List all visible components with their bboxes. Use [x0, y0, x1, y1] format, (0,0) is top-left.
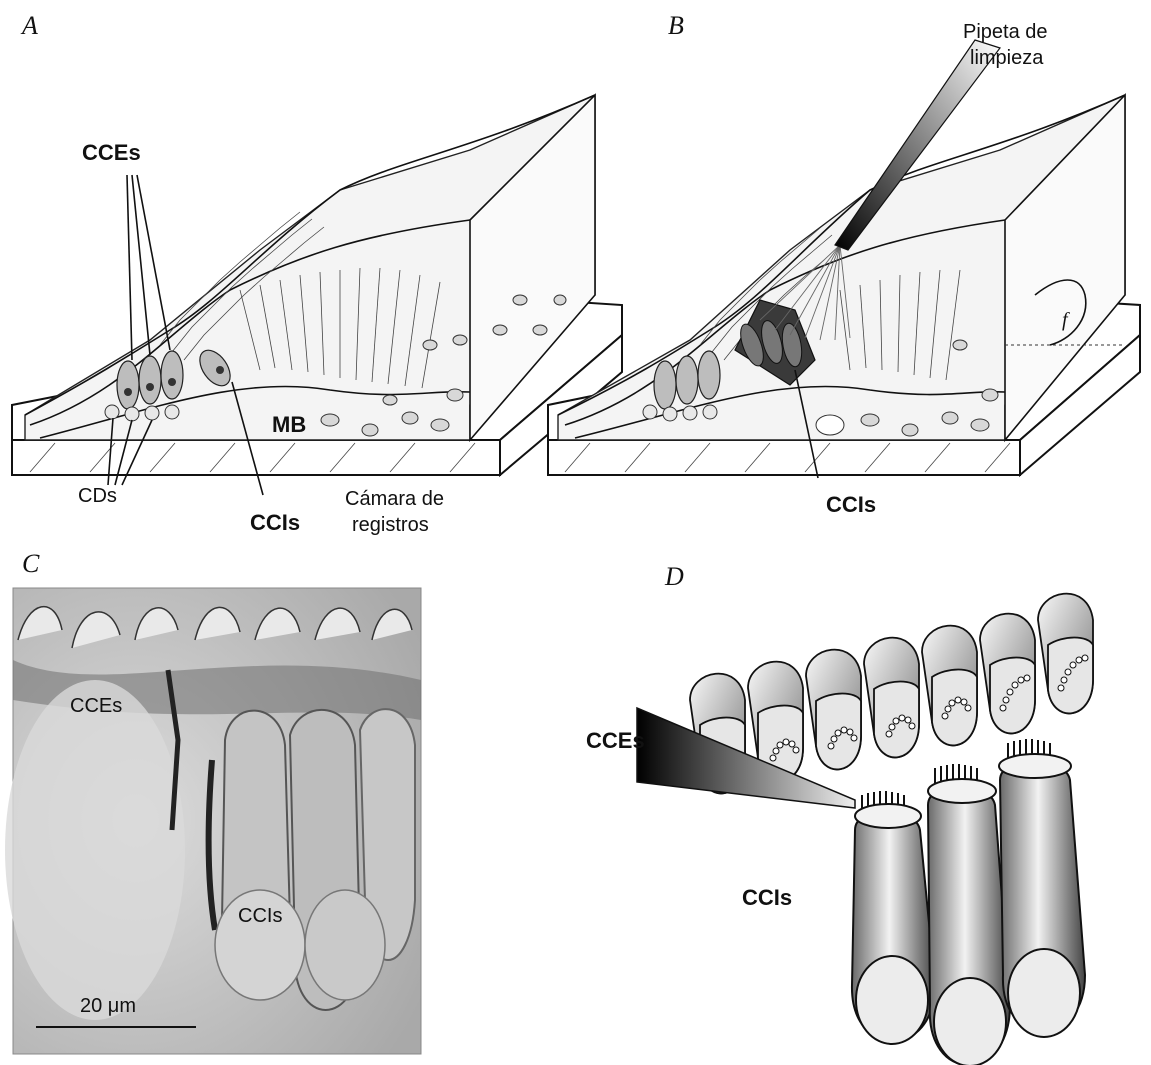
- panel-label-b: B: [668, 11, 684, 40]
- panel-c: C C: [5, 549, 421, 1054]
- label-pipeta-line1: Pipeta de: [963, 21, 1048, 43]
- label-ccis-c: CCIs: [238, 905, 282, 927]
- label-mb: MB: [272, 412, 306, 437]
- label-cces-c: CCEs: [70, 695, 122, 717]
- scale-bar-label: 20 μm: [80, 995, 136, 1017]
- label-pipeta-line2: limpieza: [970, 47, 1044, 69]
- panel-a: A: [12, 11, 622, 536]
- label-cds: CDs: [78, 485, 117, 507]
- panel-d: D: [586, 562, 1093, 1065]
- inner-hair-cells: [852, 739, 1085, 1065]
- panel-label-a: A: [20, 11, 38, 40]
- label-ccis-b: CCIs: [826, 492, 876, 517]
- label-cces-d: CCEs: [586, 728, 645, 753]
- panel-b: B: [548, 11, 1140, 517]
- label-ccis-a: CCIs: [250, 510, 300, 535]
- organ-of-corti-tissue-b: [558, 95, 1125, 440]
- label-ccis-d: CCIs: [742, 885, 792, 910]
- label-cces-a: CCEs: [82, 140, 141, 165]
- panel-label-d: D: [664, 562, 684, 591]
- panel-label-c: C: [22, 549, 40, 578]
- label-camara-line1: Cámara de: [345, 488, 444, 510]
- label-camara-line2: registros: [352, 514, 429, 536]
